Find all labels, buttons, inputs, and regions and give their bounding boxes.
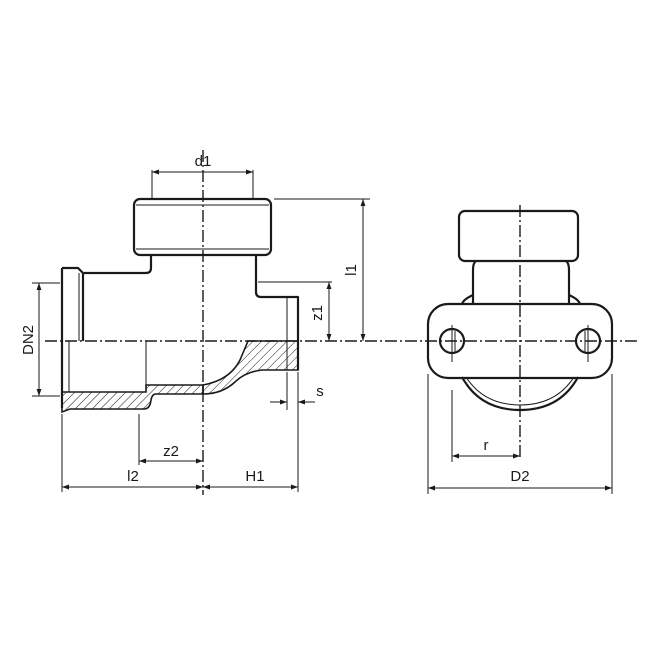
label-H1: H1 <box>245 468 264 485</box>
label-z1: z1 <box>309 305 326 321</box>
section-hatch-left <box>61 384 204 414</box>
body-right <box>254 255 300 370</box>
section-hatch-right <box>202 340 299 395</box>
side-view: d1 l1 z1 DN2 s z2 l2 H1 <box>20 150 640 495</box>
label-l1: l1 <box>343 264 360 276</box>
front-round-body <box>461 376 579 412</box>
label-d1: d1 <box>195 153 212 170</box>
top-socket <box>132 197 273 257</box>
front-socket <box>457 209 580 263</box>
front-neck <box>471 260 571 304</box>
label-l2: l2 <box>127 468 139 485</box>
front-view: r D2 <box>426 205 614 494</box>
left-flange <box>60 266 85 408</box>
label-DN2: DN2 <box>20 325 37 355</box>
label-D2: D2 <box>510 468 529 485</box>
label-s: s <box>316 383 324 400</box>
body-left-upper <box>84 255 153 275</box>
label-z2: z2 <box>163 443 179 460</box>
wall-plate <box>426 302 614 380</box>
label-r: r <box>484 437 489 454</box>
